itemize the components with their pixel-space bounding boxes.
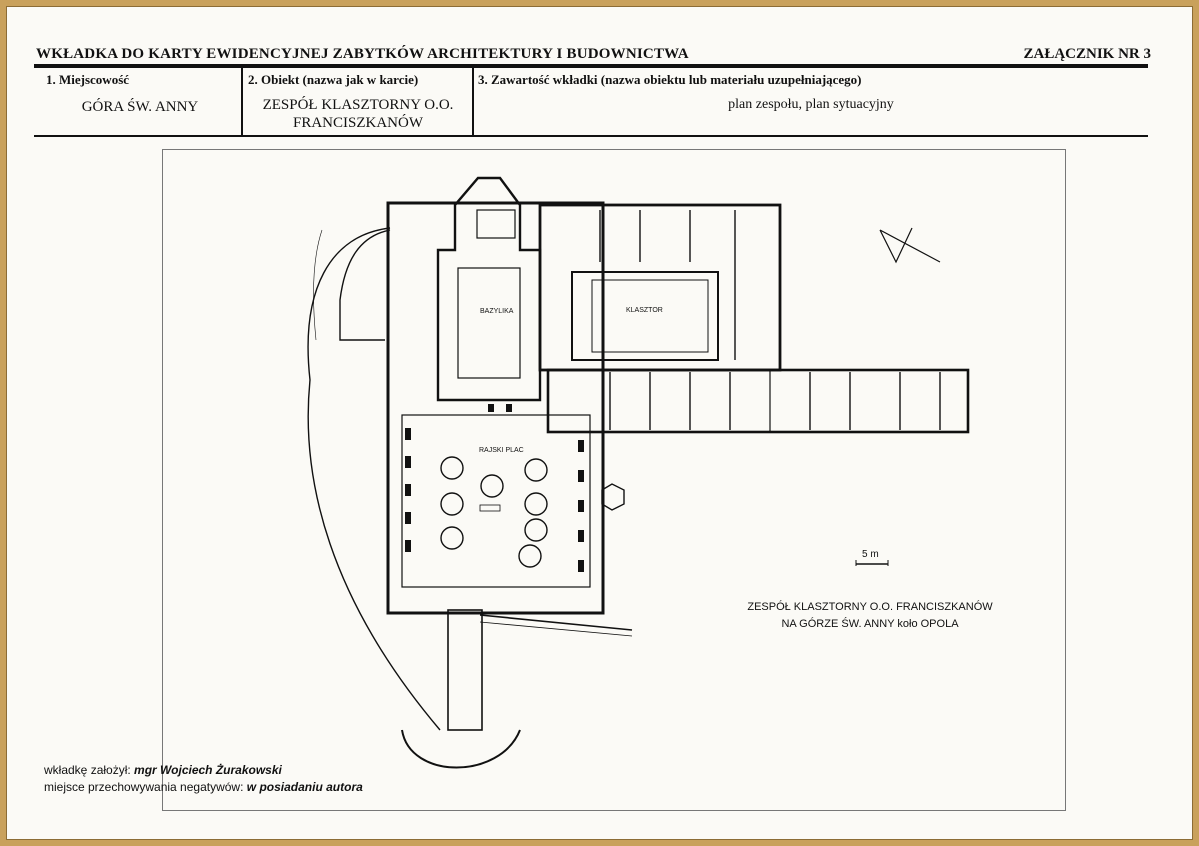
place-label: 1. Miejscowość (46, 72, 130, 87)
sheet-title: WKŁADKA DO KARTY EWIDENCYJNEJ ZABYTKÓW A… (36, 46, 689, 62)
east-wing (546, 368, 970, 434)
north-arrow-icon (879, 227, 941, 264)
square-inner-wall (401, 414, 591, 588)
enclosure-wall (386, 201, 605, 615)
fields-bottom-rule (34, 135, 1148, 137)
scale-label: 5 m (862, 549, 879, 560)
object-value-line1: ZESPÓŁ KLASZTORNY O.O. (262, 97, 454, 113)
field-divider-1 (241, 68, 243, 135)
author-label: wkładkę założył: (44, 763, 131, 777)
field-divider-2 (472, 68, 474, 135)
plan-caption-line2: NA GÓRZE ŚW. ANNY koło OPOLA (781, 618, 959, 630)
storage-label: miejsce przechowywania negatywów: (44, 780, 244, 794)
content-value: plan zespołu, plan sytuacyjny (728, 97, 894, 112)
square-label: RAJSKI PLAC (479, 447, 524, 454)
basilica-outline (436, 176, 542, 402)
cloister-courtyard (571, 271, 719, 361)
place-value: GÓRA ŚW. ANNY (81, 99, 199, 115)
content-label: 3. Zawartość wkładki (nazwa obiektu lub … (478, 72, 862, 87)
object-value: ZESPÓŁ KLASZTORNY O.O. FRANCISZKANÓW (244, 96, 472, 132)
author-name: mgr Wojciech Żurakowski (134, 763, 282, 777)
curved-road-edge (307, 227, 441, 731)
storage-line: miejsce przechowywania negatywów: w posi… (44, 780, 363, 794)
cloister-garth (591, 279, 709, 353)
plan-caption-line1: ZESPÓŁ KLASZTORNY O.O. FRANCISZKANÓW (747, 601, 993, 613)
author-line: wkładkę założył: mgr Wojciech Żurakowski (44, 763, 282, 777)
monastery-outline (538, 203, 782, 372)
basilica-nave (457, 267, 521, 379)
annex-number: ZAŁĄCZNIK NR 3 (1023, 46, 1151, 62)
object-value-line2: FRANCISZKANÓW (292, 115, 423, 131)
object-label: 2. Obiekt (nazwa jak w karcie) (248, 72, 419, 87)
record-sheet (6, 6, 1193, 840)
storage-value: w posiadaniu autora (246, 780, 363, 794)
presbytery (476, 209, 516, 239)
basilica-label: BAZYLIKA (480, 308, 514, 315)
staircase (447, 609, 483, 731)
monastery-label: KLASZTOR (626, 307, 663, 314)
staircase-landing (401, 729, 521, 769)
side-chapel (601, 483, 625, 511)
terrace-edge (339, 229, 391, 341)
header-rule (34, 64, 1148, 68)
plan-frame (162, 149, 1066, 811)
